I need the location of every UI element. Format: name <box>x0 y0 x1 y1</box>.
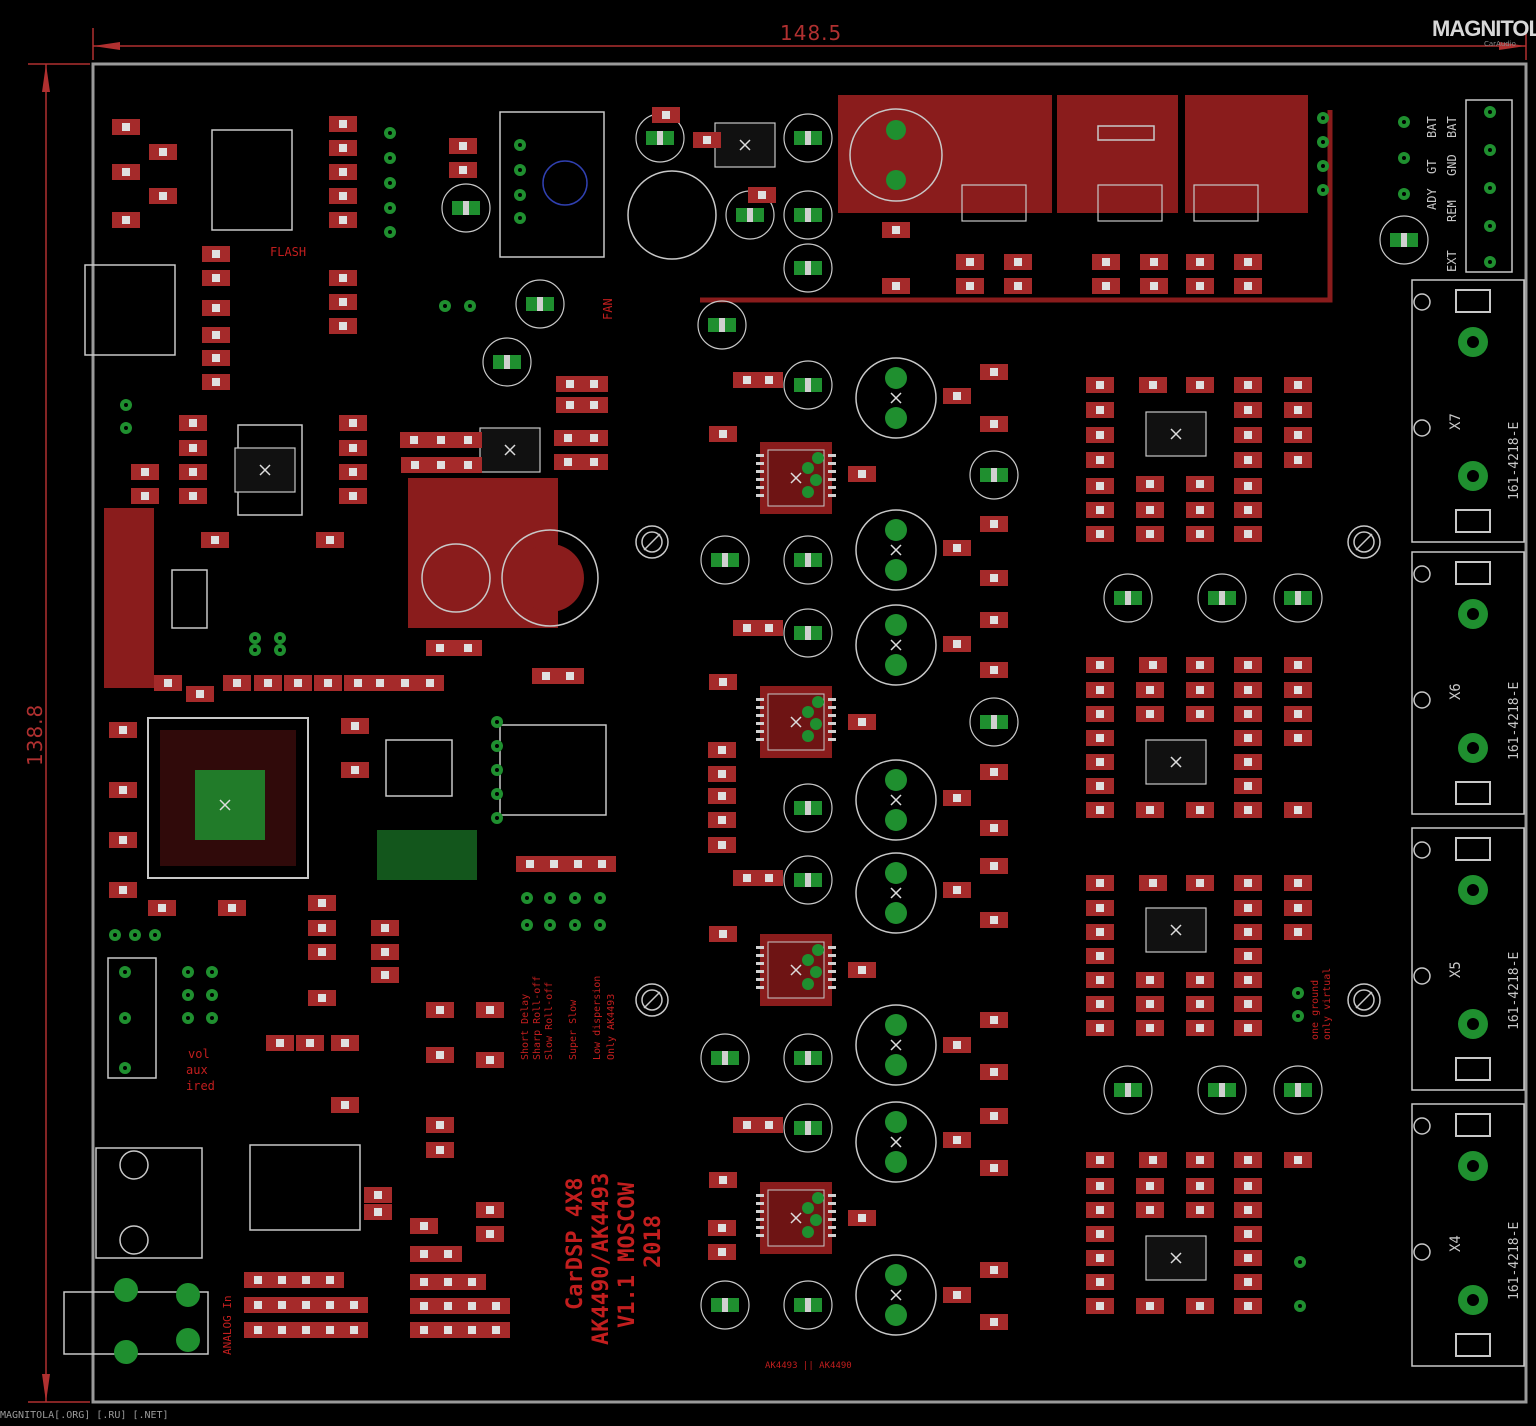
power-terminal: BAT GND BAT ADY GT REM EXT <box>1425 99 1513 273</box>
ground-note-2: only virtual <box>1322 968 1333 1040</box>
connector-x5-part: 161-4218-E <box>1507 952 1522 1030</box>
dac-chip-1 <box>755 441 837 515</box>
brand-logo: MAGNITOLA <box>1432 16 1536 41</box>
label-ired: ired <box>186 1079 215 1093</box>
label-ak-note: AK4493 || AK4490 <box>765 1361 852 1371</box>
filter-option-1: Short Delay <box>520 994 531 1060</box>
dimension-height: 138.8 <box>23 63 90 1403</box>
opamp-chips <box>234 122 1207 1281</box>
connector-x6-ref: X6 <box>1448 683 1464 700</box>
dimension-width: 148.5 <box>92 21 1527 60</box>
ground-note-1: one ground <box>1310 980 1321 1040</box>
board-outline <box>91 62 1528 1404</box>
power-pin-bat-2: BAT <box>1425 116 1439 138</box>
board-title-line-3: V1.1 MOSCOW <box>615 1182 640 1328</box>
footer-url: MAGNITOLA[.ORG] [.RU] [.NET] <box>0 1410 169 1421</box>
dimension-width-label: 148.5 <box>780 21 842 45</box>
connector-x5-ref: X5 <box>1448 961 1464 978</box>
filter-options-block: Short Delay Sharp Roll-off Slow Roll-off… <box>520 976 617 1060</box>
filter-option-6: Only AK4493 <box>606 994 617 1060</box>
connector-x4-part: 161-4218-E <box>1507 1222 1522 1300</box>
connector-x4-ref: X4 <box>1448 1235 1464 1252</box>
board-title: CarDSP 4X8 AK4490/AK4493 V1.1 MOSCOW 201… <box>563 1173 666 1345</box>
brand-subtitle: CarAudio <box>1484 40 1516 48</box>
power-pin-gnd: GND <box>1445 154 1459 176</box>
filter-option-2: Sharp Roll-off <box>532 976 543 1060</box>
label-flash: FLASH <box>270 245 306 259</box>
connector-x6-part: 161-4218-E <box>1507 682 1522 760</box>
dac-chip-4 <box>755 1181 837 1255</box>
filter-option-4: Super Slow <box>568 999 579 1060</box>
power-pin-ext: EXT <box>1445 250 1459 272</box>
power-pin-ady: ADY <box>1425 188 1439 210</box>
dac-chip-3 <box>755 933 837 1007</box>
dimension-height-label: 138.8 <box>23 704 47 766</box>
board-title-line-4: 2018 <box>641 1215 666 1268</box>
board-title-line-2: AK4490/AK4493 <box>589 1173 614 1345</box>
power-pin-bat-1: BAT <box>1445 116 1459 138</box>
label-fan: FAN <box>601 298 615 320</box>
filter-option-5: Low dispersion <box>592 976 603 1060</box>
connector-x7 <box>1411 279 1525 543</box>
dac-chip-2 <box>755 685 837 759</box>
label-aux: aux <box>186 1063 208 1077</box>
power-pin-gt: GT <box>1425 160 1439 174</box>
smd-components <box>109 107 1312 1338</box>
connector-x7-ref: X7 <box>1448 413 1464 430</box>
label-vol: vol <box>188 1047 210 1061</box>
connector-x7-part: 161-4218-E <box>1507 422 1522 500</box>
label-analog-in: ANALOG In <box>221 1295 234 1355</box>
power-pin-rem: REM <box>1445 200 1459 222</box>
filter-option-3: Slow Roll-off <box>544 982 555 1060</box>
mcu-section <box>63 111 717 1364</box>
board-title-line-1: CarDSP 4X8 <box>563 1178 588 1310</box>
